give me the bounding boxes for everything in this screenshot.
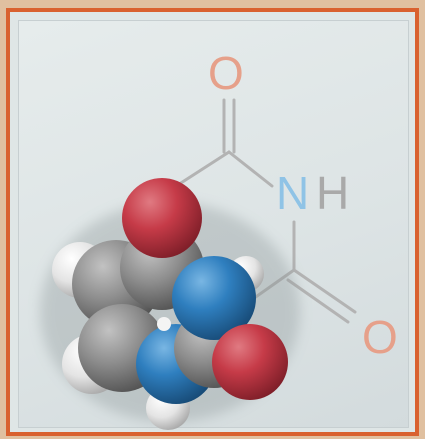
nitrogen-label: N — [276, 167, 310, 219]
oxygen-label-right: O — [362, 311, 398, 363]
space-filling-model — [40, 178, 300, 430]
oxygen-atom-top — [122, 178, 202, 258]
bond-top-n — [227, 150, 274, 188]
bond-right-co-1 — [292, 268, 357, 314]
oxygen-atom-right — [212, 324, 288, 400]
ring-center — [157, 317, 171, 331]
picture-frame: O N H O — [6, 8, 419, 436]
bond-right-co-2 — [286, 278, 350, 324]
oxygen-label-top: O — [208, 47, 244, 99]
nitrogen-atom-right — [172, 256, 256, 340]
hydrogen-label: H — [316, 167, 350, 219]
